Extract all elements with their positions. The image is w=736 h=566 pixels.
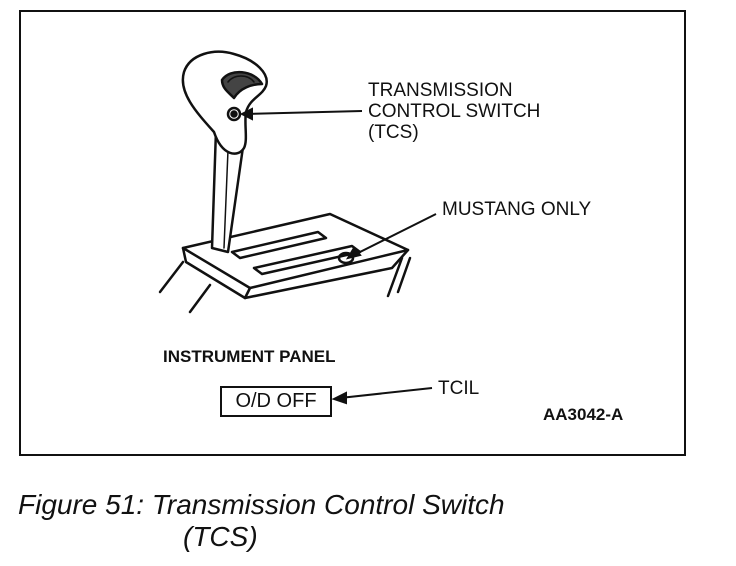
figure-caption: Figure 51: Transmission Control Switch (… [18,489,505,553]
mustang-callout: MUSTANG ONLY [442,199,592,220]
lever-knob [181,50,268,155]
gate-slot-upper [230,230,328,260]
lever-shaft [210,128,246,254]
od-off-indicator: O/D OFF [220,386,332,417]
tcs-callout: TRANSMISSION CONTROL SWITCH (TCS) [368,80,540,143]
figure-id: AA3042-A [543,405,624,424]
tcil-callout: TCIL [438,378,480,399]
tcs-leader [244,110,363,115]
tcs-callout-line-2: CONTROL SWITCH [368,101,541,122]
tcil-leader [339,387,433,399]
tcs-callout-line-1: TRANSMISSION [368,80,513,101]
console-line-3 [386,256,404,298]
instrument-panel-label: INSTRUMENT PANEL [163,347,336,366]
console-line-4 [396,256,412,294]
console-line-1 [158,260,185,294]
mustang-leader [351,213,437,257]
diagram-frame [19,10,686,456]
console-line-2 [188,283,212,314]
tcs-callout-line-3: (TCS) [368,122,419,143]
caption-line-1: Figure 51: Transmission Control Switch [18,489,505,520]
console-plate-side [243,248,410,300]
plate-indicator [337,251,355,265]
caption-line-2: (TCS) [183,521,258,552]
